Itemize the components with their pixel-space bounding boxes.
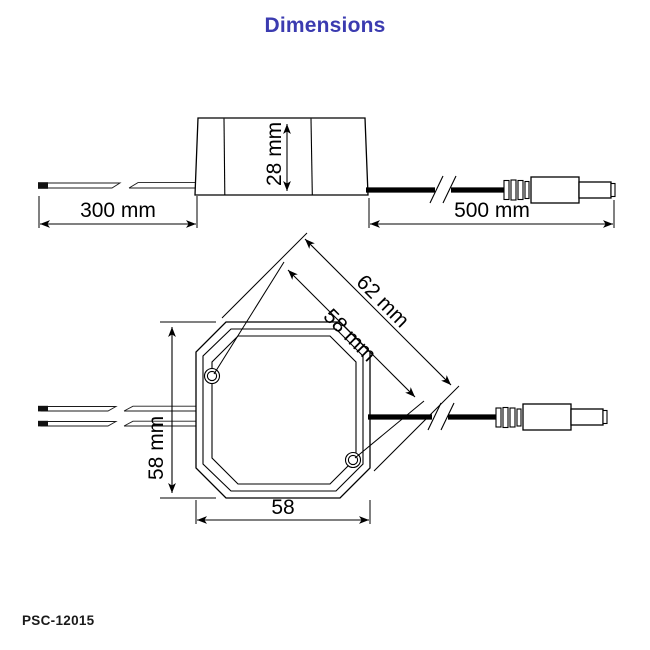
dimension-label-500mm: 500 mm <box>454 199 530 222</box>
bottom-view-input-wires <box>38 405 206 427</box>
side-view-output-cable <box>366 175 505 204</box>
product-code-label: PSC-12015 <box>22 613 95 628</box>
dimension-body-width-58: 58 <box>195 496 371 524</box>
dimension-label-58-width: 58 <box>271 496 294 519</box>
bottom-view-output-cable <box>368 402 497 431</box>
bottom-view-group: 58 mm 58 62 mm 58 mm <box>38 232 608 524</box>
side-view-input-lead <box>38 182 198 189</box>
dimension-output-cable-500: 500 mm <box>368 198 615 228</box>
bottom-view-dc-connector <box>495 403 608 431</box>
dimension-label-62mm: 62 mm <box>352 271 414 333</box>
bottom-view-housing <box>195 321 371 499</box>
dimension-input-lead-300: 300 mm <box>38 196 198 228</box>
dimension-label-58mm-vertical: 58 mm <box>145 416 168 480</box>
dimension-housing-height: 28 mm <box>263 122 291 191</box>
dimension-label-300mm: 300 mm <box>80 199 156 222</box>
side-view-group: 28 mm <box>38 117 616 228</box>
dimension-body-height-58mm: 58 mm <box>145 321 216 499</box>
dimension-label-28mm: 28 mm <box>263 122 286 186</box>
page-title: Dimensions <box>264 14 386 37</box>
side-view-housing <box>194 117 369 196</box>
side-view-dc-connector <box>503 176 616 204</box>
